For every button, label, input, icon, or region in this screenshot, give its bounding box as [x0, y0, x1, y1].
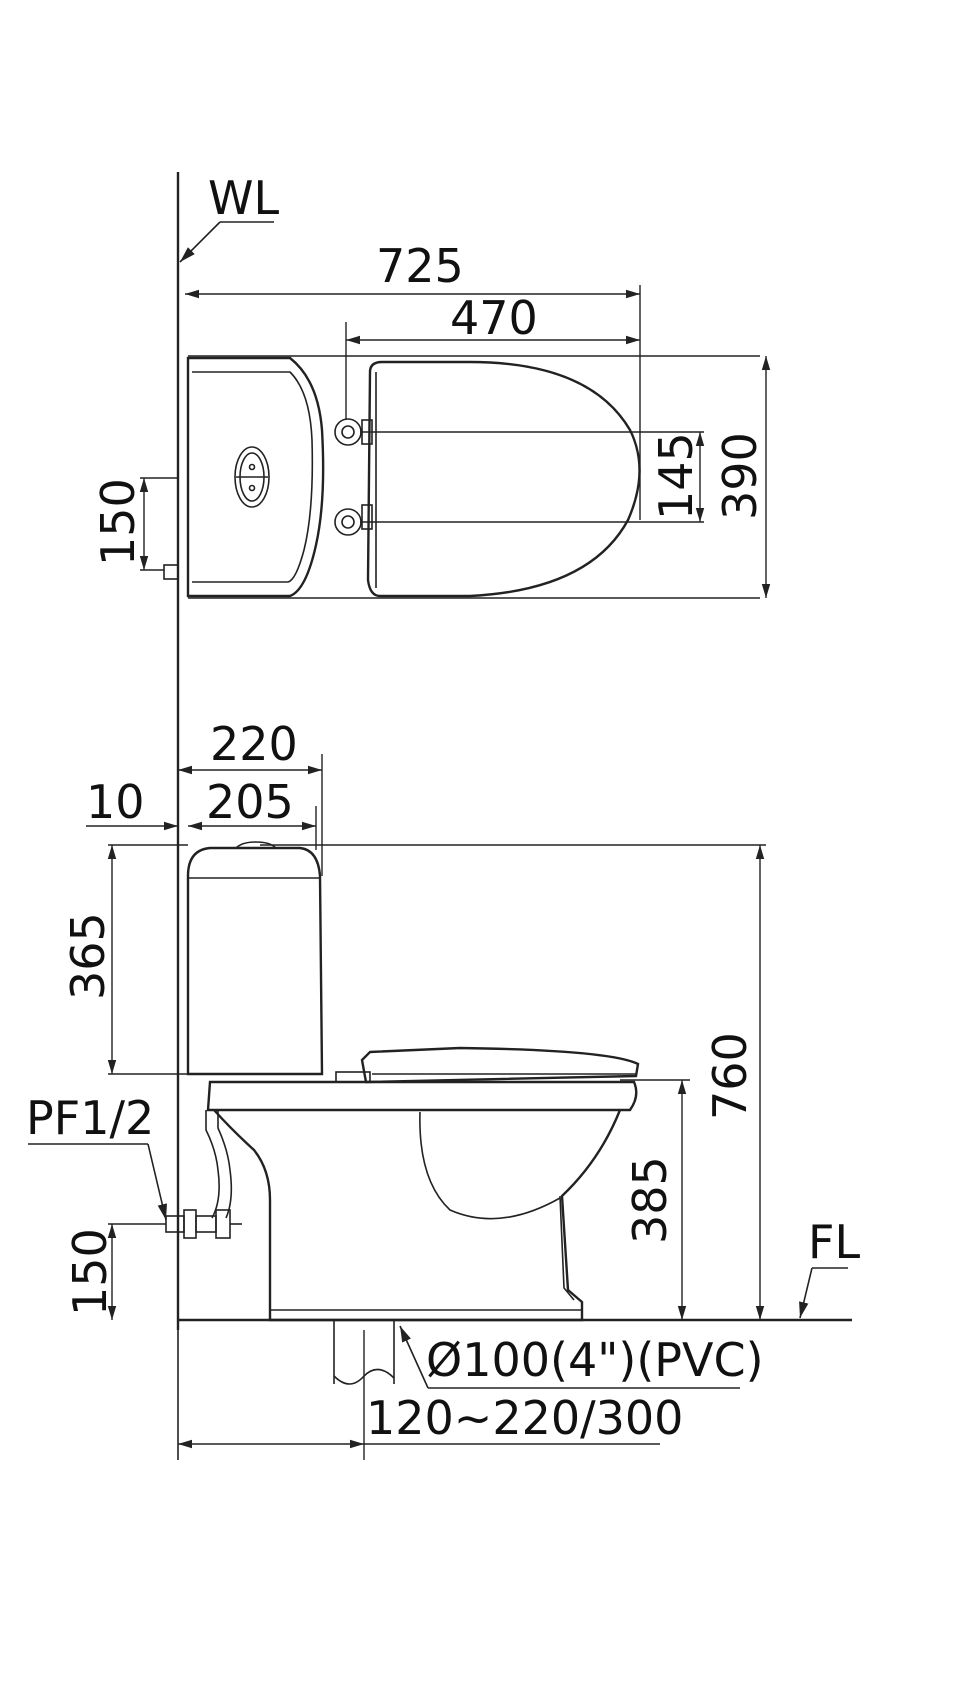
dim-365-label: 365: [61, 912, 115, 1000]
fl-callout: [799, 1267, 848, 1319]
dim-470: [345, 322, 640, 420]
hinge-icon: [334, 418, 362, 536]
drain-label: Ø100(4")(PVC): [426, 1333, 764, 1387]
flush-button-icon: [234, 446, 270, 508]
dim-150-side-label: 150: [63, 1228, 117, 1316]
seat-side-outline: [360, 1046, 640, 1084]
pf-callout: [28, 1143, 167, 1221]
dim-760: [260, 844, 766, 1320]
tank-top-outline: [186, 356, 325, 598]
dim-205-label: 205: [206, 775, 294, 829]
tank-side-outline: [186, 846, 324, 1076]
dim-385-label: 385: [623, 1156, 677, 1244]
side-view: [165, 841, 852, 1385]
dim-365: [107, 844, 188, 1075]
rough-in-label: 120~220/300: [366, 1391, 683, 1445]
drain-callout: [399, 1325, 740, 1389]
dim-385: [620, 1079, 690, 1320]
dim-205: [188, 806, 317, 850]
wl-label: WL: [208, 171, 279, 225]
dim-470-label: 470: [450, 291, 538, 345]
dim-150-top: [139, 477, 178, 571]
dim-725-label: 725: [376, 239, 464, 293]
dim-220: [178, 754, 323, 876]
dim-10-label: 10: [86, 775, 145, 829]
seat-top-outline: [366, 360, 641, 598]
bowl-side-outline: [206, 1080, 638, 1112]
dim-150-top-label: 150: [91, 478, 145, 566]
dim-150-side: [107, 1223, 166, 1320]
dim-390-label: 390: [713, 432, 767, 520]
dim-725: [185, 285, 641, 520]
fl-label: FL: [808, 1215, 860, 1269]
pf-label: PF1/2: [26, 1091, 154, 1145]
top-view: [163, 355, 760, 599]
wl-callout: [179, 221, 274, 263]
dim-rough-in: [178, 1330, 660, 1460]
dim-220-label: 220: [210, 717, 298, 771]
dim-760-label: 760: [703, 1032, 757, 1120]
dim-145: [360, 431, 705, 523]
dim-145-label: 145: [649, 432, 703, 520]
